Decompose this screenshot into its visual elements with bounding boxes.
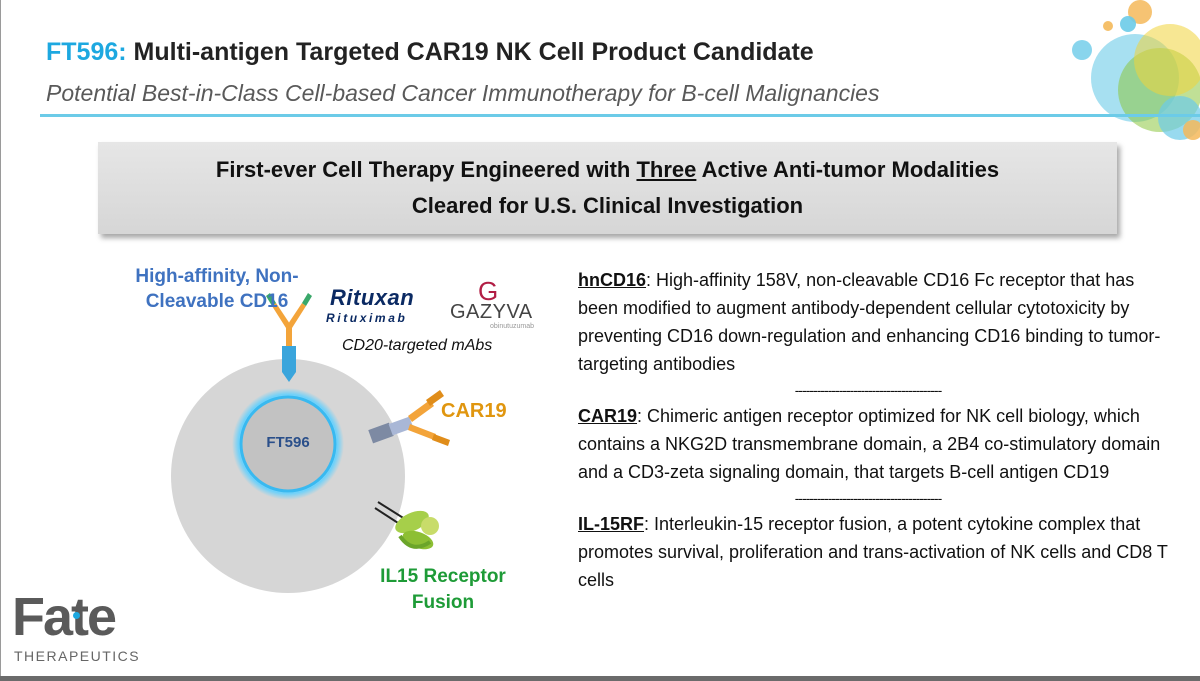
fate-logo: Fate xyxy=(12,587,117,647)
il15-receptor-icon xyxy=(374,501,439,550)
il15-label-line-2: Fusion xyxy=(411,592,475,613)
descriptions-panel: hnCD16: High-affinity 158V, non-cleavabl… xyxy=(578,266,1178,594)
car19-label: CAR19 xyxy=(441,400,507,422)
banner-line-1: First-ever Cell Therapy Engineered with … xyxy=(98,142,1117,188)
mabs-label: CD20-targeted mAbs xyxy=(342,337,493,354)
highlight-banner: First-ever Cell Therapy Engineered with … xyxy=(98,142,1117,234)
fate-logo-subtitle: THERAPEUTICS xyxy=(14,648,141,664)
banner-line-1-post: Active Anti-tumor Modalities xyxy=(696,157,1000,182)
text-hncd16: : High-affinity 158V, non-cleavable CD16… xyxy=(578,270,1161,374)
title-divider xyxy=(40,114,1200,117)
gazyva-subtitle: obinutuzumab xyxy=(490,323,534,330)
rituxan-logo: Rituxan xyxy=(330,285,415,310)
banner-underlined-word: Three xyxy=(636,157,697,182)
nucleus xyxy=(239,395,337,493)
slide-bottom-border xyxy=(0,676,1200,681)
rituxan-subtitle: Rituximab xyxy=(326,311,408,325)
page-title: FT596: Multi-antigen Targeted CAR19 NK C… xyxy=(46,38,814,67)
slide-left-border xyxy=(0,0,1,681)
gazyva-logo-mark: G xyxy=(478,276,499,306)
cell-label: FT596 xyxy=(266,434,310,451)
term-car19: CAR19 xyxy=(578,406,638,426)
gazyva-logo: GAZYVA xyxy=(450,301,533,323)
term-il15rf: IL-15RF xyxy=(578,514,645,534)
cell-illustration xyxy=(171,293,450,593)
separator-1: ---------------------------------------- xyxy=(794,382,942,398)
title-text: Multi-antigen Targeted CAR19 NK Cell Pro… xyxy=(126,38,814,66)
text-car19: : Chimeric antigen receptor optimized fo… xyxy=(578,406,1161,482)
description-hncd16: hnCD16: High-affinity 158V, non-cleavabl… xyxy=(578,266,1178,378)
description-car19: CAR19: Chimeric antigen receptor optimiz… xyxy=(578,402,1178,486)
banner-line-2: Cleared for U.S. Clinical Investigation xyxy=(411,193,804,218)
description-il15rf: IL-15RF: Interleukin-15 receptor fusion,… xyxy=(578,510,1178,594)
separator-2: ---------------------------------------- xyxy=(794,490,942,506)
il15-label: IL15 Receptor Fusion xyxy=(363,564,523,616)
banner-line-1-pre: First-ever Cell Therapy Engineered with xyxy=(215,157,637,182)
page-subtitle: Potential Best-in-Class Cell-based Cance… xyxy=(46,80,880,106)
cd16-receptor-icon xyxy=(266,293,312,382)
cell-diagram: High-affinity, Non- Cleavable CD16 Ritux… xyxy=(100,250,570,630)
il15-label-line-1: IL15 Receptor xyxy=(380,566,506,587)
cd16-label-line-2: Cleavable CD16 xyxy=(145,291,289,312)
decorative-bubbles xyxy=(1050,0,1200,160)
bubbles-graphic xyxy=(1072,0,1200,140)
cd16-label: High-affinity, Non- Cleavable CD16 xyxy=(112,264,322,314)
text-il15rf: : Interleukin-15 receptor fusion, a pote… xyxy=(578,514,1168,590)
cd16-label-line-1: High-affinity, Non- xyxy=(135,266,299,287)
term-hncd16: hnCD16 xyxy=(578,270,647,290)
title-product-code: FT596: xyxy=(46,38,127,66)
car19-receptor-icon xyxy=(368,390,450,446)
fate-logo-dot xyxy=(73,612,80,619)
